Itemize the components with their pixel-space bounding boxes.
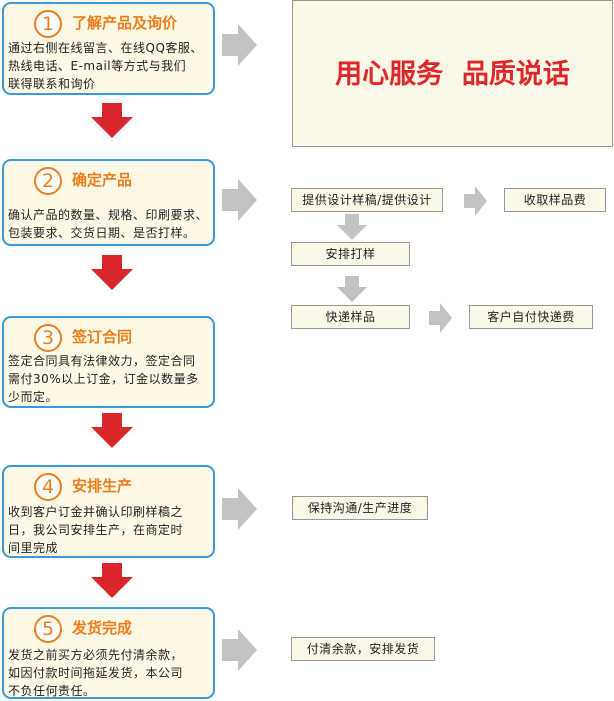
step-2-title: 确定产品 [72,171,133,189]
design-to-fee-arrow [464,186,487,216]
step-2-number: 2 [34,167,62,195]
proofing-box: 安排打样 [291,242,410,266]
step-1-line-2: 热线电话、E-mail等方式与我们 [8,59,187,73]
step-3-number: 3 [34,324,62,352]
down-arrow-4 [91,563,133,598]
step-1-header: 1 了解产品及询价 [4,4,213,44]
step-1-title: 了解产品及询价 [72,14,178,32]
step-5-header: 5 发货完成 [4,609,213,649]
step-4-line-3: 间里完成 [8,541,59,555]
slogan-box: 用心服务 品质说话 [292,0,613,147]
step-1-number: 1 [34,10,62,38]
step-3-line-2: 需付30%以上订金，订金以数量多 [8,372,199,386]
step-5-line-1: 发货之前买方必须先付清余款， [8,648,184,662]
step-2-header: 2 确定产品 [4,161,213,201]
step-2-box: 2 确定产品 确认产品的数量、规格、印刷要求、 包装要求、交货日期、是否打样。 [2,159,215,246]
express-sample-box: 快递样品 [291,305,410,329]
step-5-description: 发货之前买方必须先付清余款， 如因付款时间拖延发货，本公司 不负任何责任。 [8,646,210,700]
step-3-description: 签定合同具有法律效力，签定合同 需付30%以上订金，订金以数量多 少而定。 [8,352,210,406]
right-arrow-step-5 [222,629,257,671]
step-2-line-1: 确认产品的数量、规格、印刷要求、 [8,208,209,222]
step-2-description: 确认产品的数量、规格、印刷要求、 包装要求、交货日期、是否打样。 [8,206,210,242]
proofing-to-express-arrow [337,276,367,302]
design-box: 提供设计样稿/提供设计 [291,188,443,212]
keep-communication-box: 保持沟通/生产进度 [292,496,428,520]
step-5-number: 5 [34,615,62,643]
step-5-title: 发货完成 [72,619,133,637]
slogan-text: 用心服务 品质说话 [335,59,570,90]
design-to-proofing-arrow [337,214,367,240]
step-4-box: 4 安排生产 收到客户订金并确认印刷样稿之 日，我公司安排生产，在商定时 间里完… [2,465,215,558]
step-2-line-2: 包装要求、交货日期、是否打样。 [8,226,196,240]
step-3-header: 3 签订合同 [4,318,213,358]
step-4-description: 收到客户订金并确认印刷样稿之 日，我公司安排生产，在商定时 间里完成 [8,503,210,557]
down-arrow-1 [91,103,133,138]
step-3-title: 签订合同 [72,328,133,346]
sample-fee-box: 收取样品费 [504,188,606,212]
step-1-line-3: 联得联系和询价 [8,77,96,91]
step-4-line-1: 收到客户订金并确认印刷样稿之 [8,505,184,519]
step-1-description: 通过右侧在线留言、在线QQ客服、 热线电话、E-mail等方式与我们 联得联系和… [8,39,210,93]
right-arrow-step-4 [222,488,257,530]
right-arrow-step-2 [222,179,257,221]
express-to-customer-arrow [429,303,452,333]
step-3-line-3: 少而定。 [8,390,59,404]
step-4-line-2: 日，我公司安排生产，在商定时 [8,523,184,537]
down-arrow-2 [91,255,133,290]
step-4-number: 4 [34,473,62,501]
step-5-line-3: 不负任何责任。 [8,684,96,698]
step-3-box: 3 签订合同 签定合同具有法律效力，签定合同 需付30%以上订金，订金以数量多 … [2,316,215,408]
step-5-line-2: 如因付款时间拖延发货，本公司 [8,666,184,680]
down-arrow-3 [91,413,133,448]
step-4-header: 4 安排生产 [4,467,213,507]
customer-express-fee-box: 客户自付快递费 [469,305,593,329]
step-1-box: 1 了解产品及询价 通过右侧在线留言、在线QQ客服、 热线电话、E-mail等方… [2,2,215,95]
step-5-box: 5 发货完成 发货之前买方必须先付清余款， 如因付款时间拖延发货，本公司 不负任… [2,607,215,699]
step-1-line-1: 通过右侧在线留言、在线QQ客服、 [8,41,203,55]
step-3-line-1: 签定合同具有法律效力，签定合同 [8,354,196,368]
step-4-title: 安排生产 [72,477,133,495]
pay-balance-box: 付清余款，安排发货 [291,637,435,661]
right-arrow-step-1 [222,24,257,66]
